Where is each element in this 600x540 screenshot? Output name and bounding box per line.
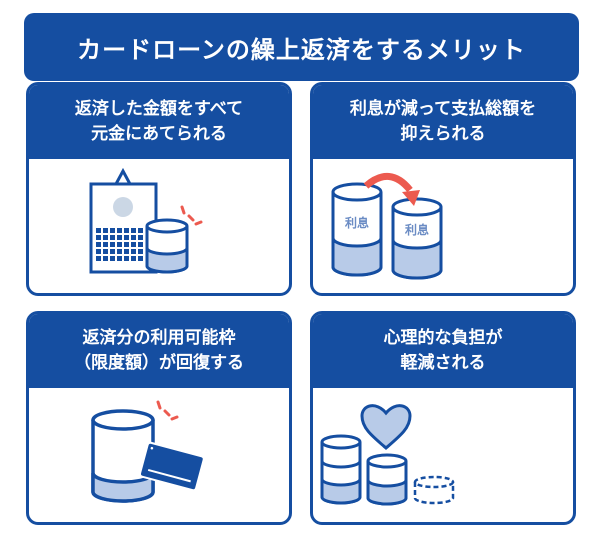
card-title-line: （限度額）が回復する xyxy=(74,353,244,373)
card-title-line: 軽減される xyxy=(400,353,486,373)
card-header: 利息が減って支払総額を 抑えられる xyxy=(313,85,573,159)
merit-card-mental: 心理的な負担が 軽減される xyxy=(310,311,576,525)
card-header: 心理的な負担が 軽減される xyxy=(313,314,573,388)
merit-card-principal: 返済した金額をすべて 元金にあてられる xyxy=(26,82,292,296)
page-title: カードローンの繰上返済をするメリット xyxy=(24,13,579,81)
card-title-line: 返済した金額をすべて xyxy=(74,99,244,119)
merit-card-limit: 返済分の利用可能枠 （限度額）が回復する xyxy=(26,311,292,525)
card-header: 返済分の利用可能枠 （限度額）が回復する xyxy=(29,314,289,388)
card-title-line: 抑えられる xyxy=(400,124,486,144)
card-title-line: 元金にあてられる xyxy=(91,124,227,144)
card-title-line: 利息が減って支払総額を xyxy=(349,99,537,119)
card-title-line: 心理的な負担が xyxy=(383,328,503,348)
card-title-line: 返済分の利用可能枠 xyxy=(82,328,236,348)
card-header: 返済した金額をすべて 元金にあてられる xyxy=(29,85,289,159)
merit-card-interest: 利息が減って支払総額を 抑えられる xyxy=(310,82,576,296)
